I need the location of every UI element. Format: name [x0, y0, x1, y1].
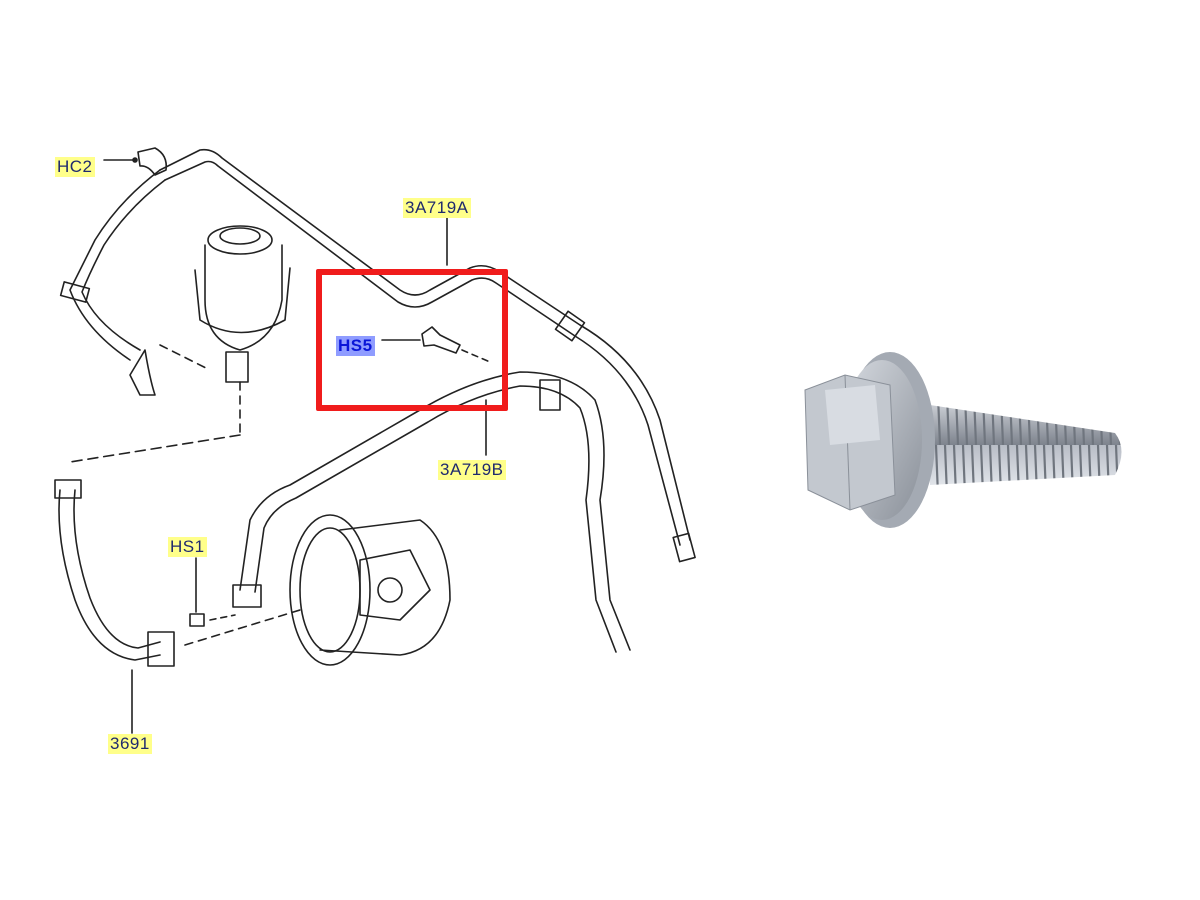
- reservoir: [129, 225, 291, 436]
- label-hc2[interactable]: HC2: [55, 157, 95, 177]
- hose-3a719a: [59, 148, 696, 563]
- label-3a719b[interactable]: 3A719B: [438, 460, 506, 480]
- label-3691[interactable]: 3691: [108, 734, 152, 754]
- label-hs1[interactable]: HS1: [168, 537, 207, 557]
- bolt-hs1: [189, 557, 236, 627]
- selection-box: [316, 269, 508, 411]
- label-3a719a[interactable]: 3A719A: [403, 198, 471, 218]
- hose-3691: [54, 434, 301, 734]
- bolt-hs5: [381, 326, 491, 363]
- flange-bolt-photo: [804, 352, 1122, 528]
- clip-hc2: [103, 147, 168, 176]
- parts-diagram: [54, 147, 696, 734]
- label-hs5[interactable]: HS5: [336, 336, 375, 356]
- power-steering-pump: [289, 514, 451, 666]
- hose-3a719b: [232, 371, 631, 653]
